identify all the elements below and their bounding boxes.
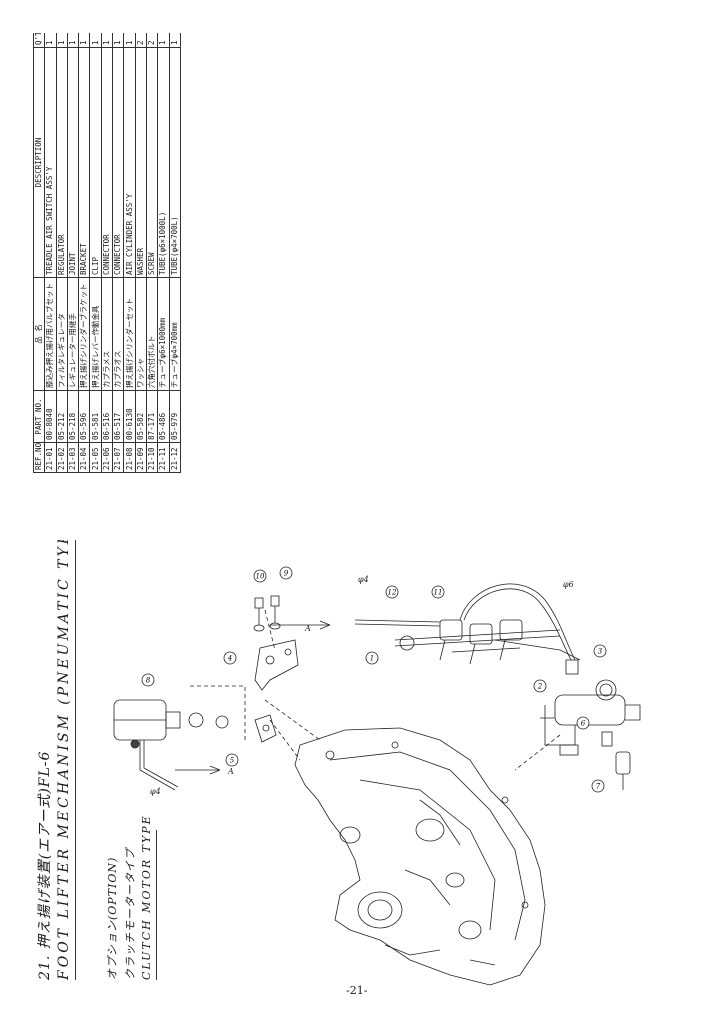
svg-text:2: 2 (537, 683, 543, 691)
svg-text:7: 7 (596, 783, 601, 791)
drawing-labels: A A φ4 φ4 φ6 (150, 575, 574, 796)
machine-head-casting (294, 727, 546, 986)
callout-10: 10 (253, 569, 267, 583)
svg-text:10: 10 (256, 573, 265, 581)
joint-and-couplers (565, 659, 631, 790)
callout-6: 6 (576, 716, 590, 730)
svg-text:5: 5 (230, 757, 235, 765)
arrow-a-upper: A (304, 624, 311, 633)
filter-regulator (540, 679, 641, 756)
callout-1: 1 (365, 651, 379, 665)
air-cylinder-assy (113, 699, 229, 791)
callout-8: 8 (141, 673, 155, 687)
callout-4: 4 (223, 651, 237, 665)
svg-text:6: 6 (581, 720, 586, 728)
arrow-lines (175, 620, 331, 775)
svg-text:12: 12 (388, 589, 397, 597)
svg-text:8: 8 (146, 677, 151, 685)
callout-2: 2 (533, 679, 547, 693)
tube-diameter-large: φ6 (563, 580, 574, 589)
screws-and-washers (253, 595, 281, 632)
svg-text:11: 11 (434, 589, 443, 597)
svg-text:9: 9 (284, 570, 289, 578)
lever-clip (254, 714, 277, 743)
cylinder-bracket (254, 639, 299, 691)
tubes (354, 583, 581, 661)
callout-7: 7 (591, 779, 605, 793)
svg-text:3: 3 (598, 648, 603, 656)
svg-text:1: 1 (370, 655, 374, 663)
callout-12: 12 (385, 585, 399, 599)
callouts: 1 2 3 4 5 6 7 8 9 10 11 12 (141, 566, 607, 793)
tube-diameter-upper: φ4 (358, 575, 369, 584)
callout-3: 3 (593, 644, 607, 658)
page-number: -21- (346, 984, 368, 997)
assembly-lines (190, 609, 561, 771)
tube-diameter-lower: φ4 (150, 787, 161, 796)
callout-11: 11 (431, 585, 445, 599)
svg-text:4: 4 (227, 655, 232, 663)
treadle-air-switch-assy (394, 619, 561, 665)
callout-5: 5 (225, 753, 239, 767)
callout-9: 9 (279, 566, 293, 580)
arrow-a-lower: A (227, 767, 234, 776)
